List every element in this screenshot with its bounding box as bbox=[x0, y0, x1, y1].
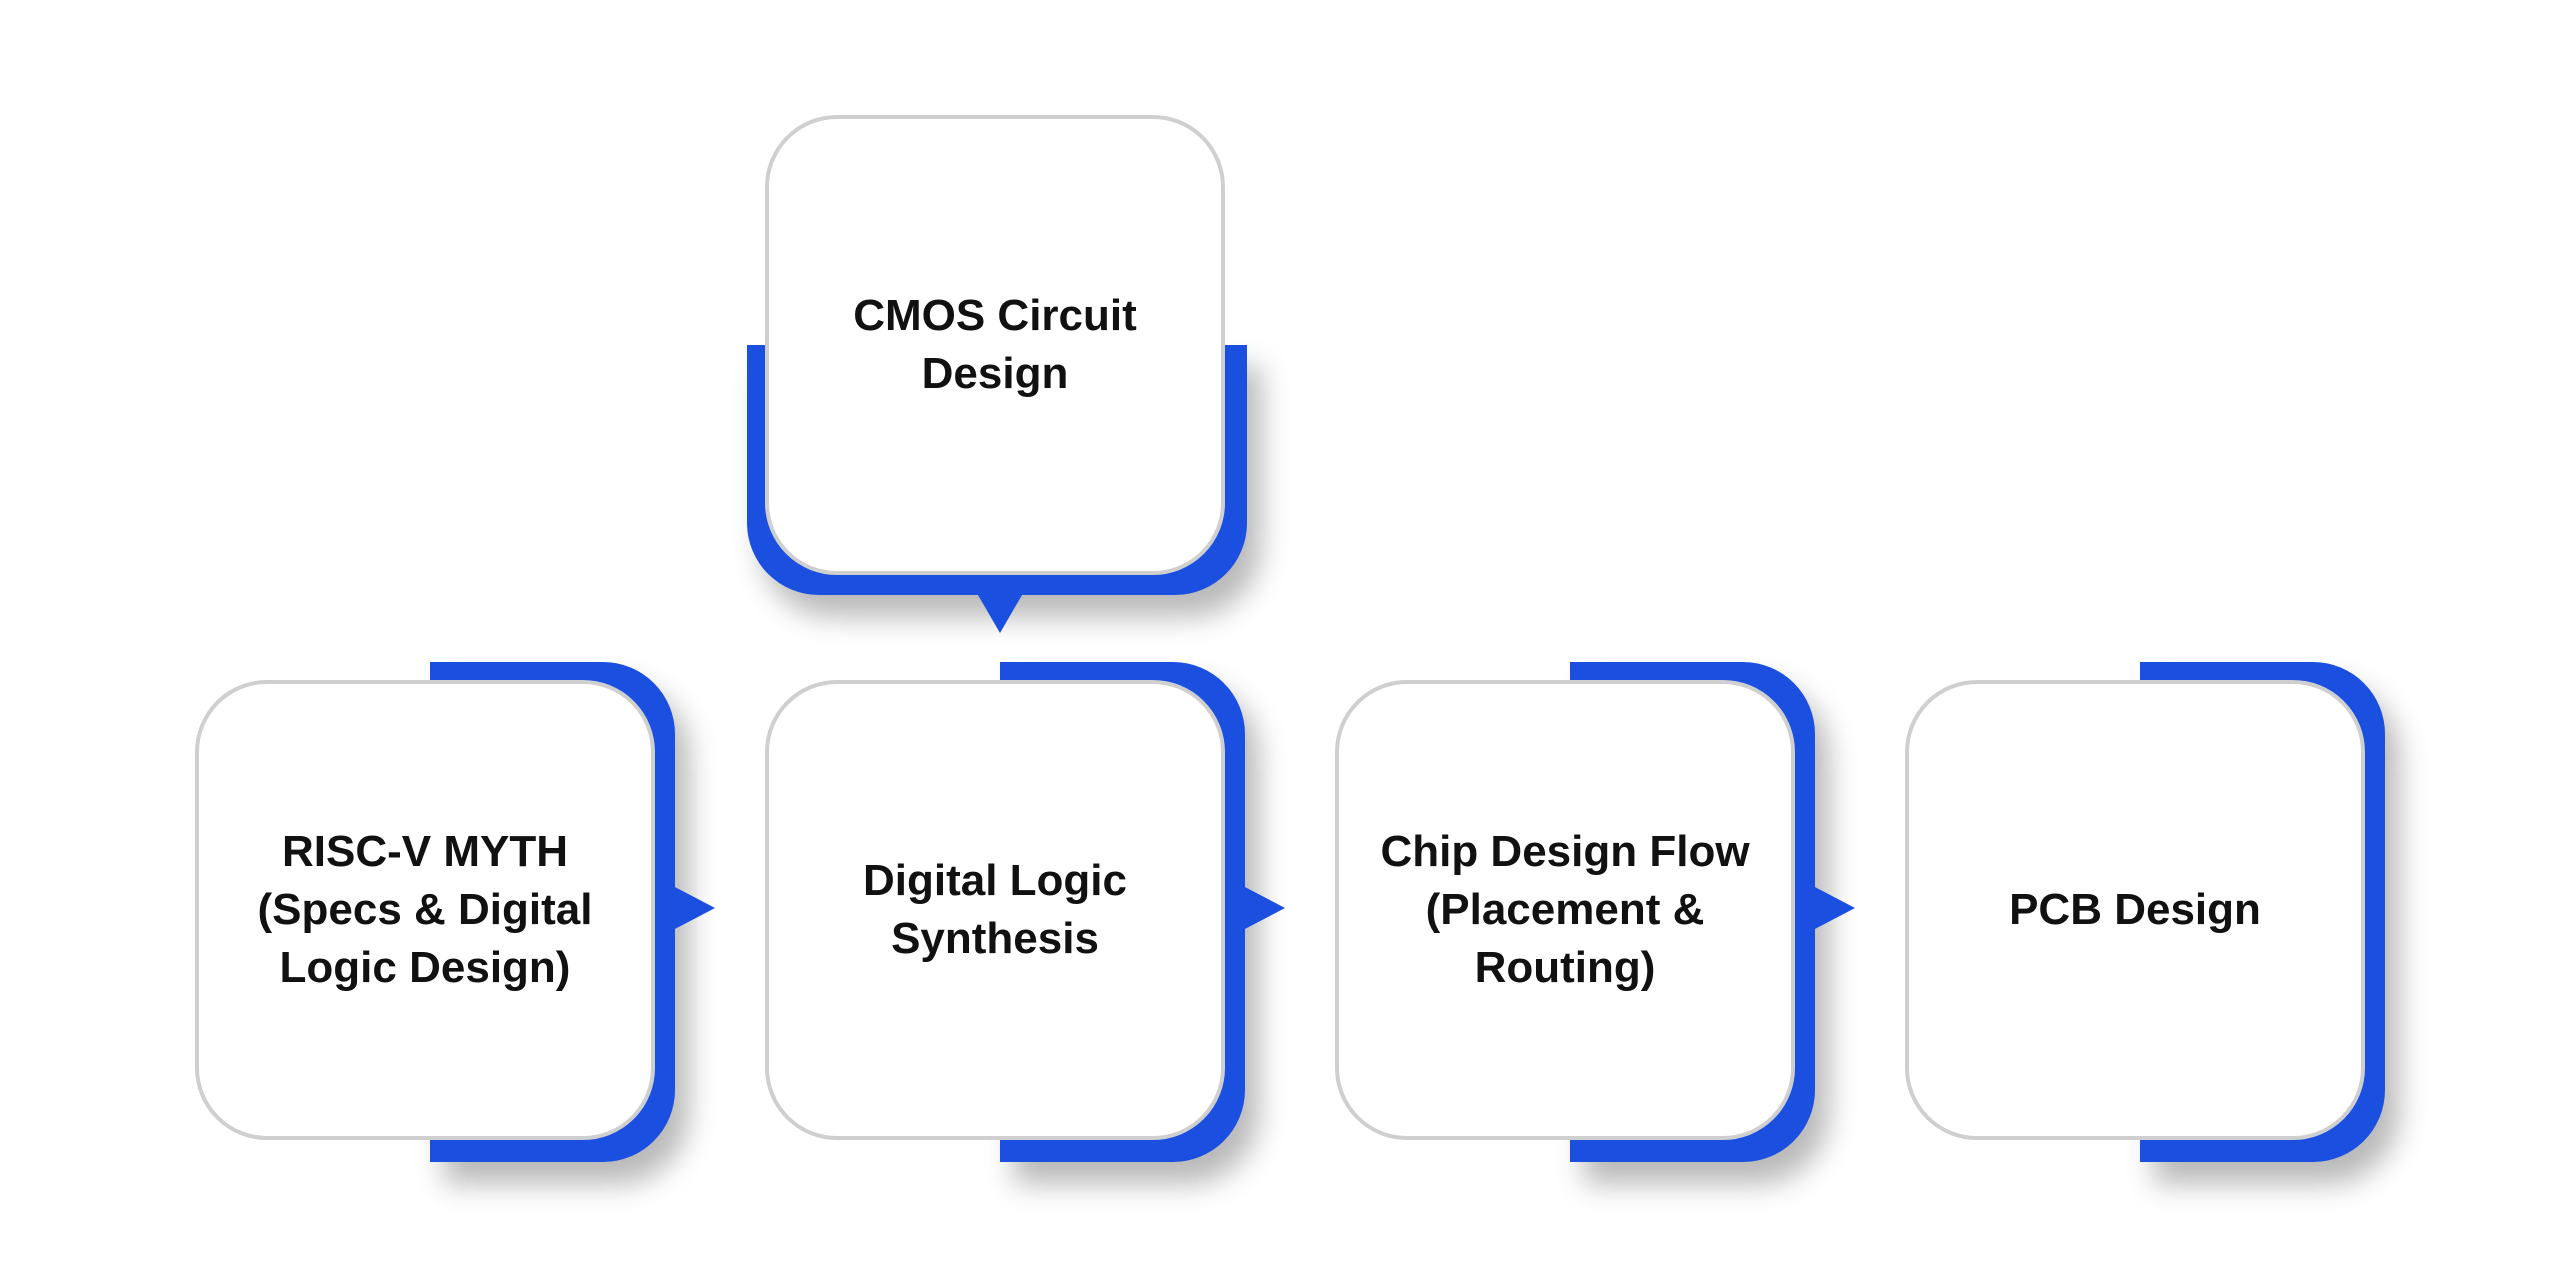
node-label: PCB Design bbox=[2009, 885, 2261, 934]
arrow-right-connector bbox=[1813, 886, 1855, 930]
node-card: RISC-V MYTH (Specs & Digital Logic Desig… bbox=[195, 680, 655, 1140]
arrow-right-connector bbox=[673, 886, 715, 930]
node-card: Digital Logic Synthesis bbox=[765, 680, 1225, 1140]
node-label: CMOS Circuit Design bbox=[853, 291, 1137, 398]
node-cmos-circuit-design: CMOS Circuit Design bbox=[747, 115, 1247, 633]
node-label: Chip Design Flow (Placement & Routing) bbox=[1380, 827, 1750, 992]
node-chip-design-flow: Chip Design Flow (Placement & Routing) bbox=[1335, 662, 1855, 1162]
node-label: Digital Logic Synthesis bbox=[863, 856, 1127, 963]
arrow-down-connector bbox=[978, 595, 1022, 633]
arrow-right-connector bbox=[1243, 886, 1285, 930]
node-card: Chip Design Flow (Placement & Routing) bbox=[1335, 680, 1795, 1140]
node-digital-logic-synthesis: Digital Logic Synthesis bbox=[765, 662, 1285, 1162]
node-label: RISC-V MYTH (Specs & Digital Logic Desig… bbox=[257, 827, 593, 992]
node-card: CMOS Circuit Design bbox=[765, 115, 1225, 575]
node-pcb-design: PCB Design bbox=[1905, 662, 2385, 1162]
node-risc-v-myth: RISC-V MYTH (Specs & Digital Logic Desig… bbox=[195, 662, 715, 1162]
node-card: PCB Design bbox=[1905, 680, 2365, 1140]
